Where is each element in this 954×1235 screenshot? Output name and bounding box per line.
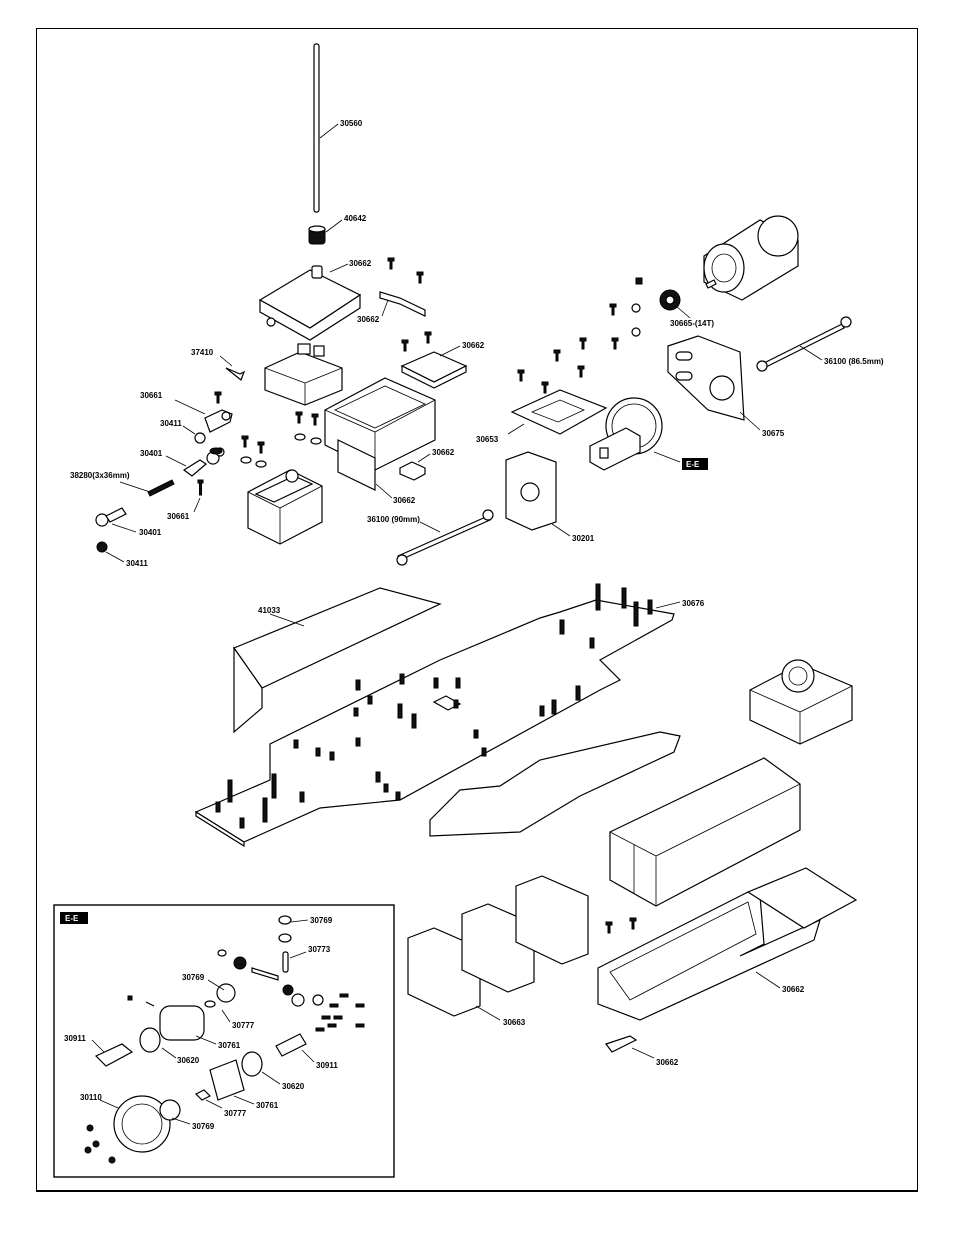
callout-40642: 40642 (344, 214, 367, 223)
antenna-mount: 40642 (308, 214, 367, 245)
bottom-rule (36, 1190, 918, 1191)
inset-label-30769-top: 30769 (310, 916, 333, 925)
bulkhead: 30201 (505, 451, 595, 543)
box-clip: 30662 (399, 448, 455, 481)
turnbuckle: 38280(3x36mm) (70, 471, 175, 497)
servo-horn-label: 30661 (167, 497, 201, 521)
antenna-tube: 30560 (313, 43, 363, 213)
detail-inset: E-E (53, 904, 395, 1178)
esc (749, 659, 853, 745)
chassis-posts (215, 583, 653, 829)
inset-label-30761-bot: 30761 (256, 1101, 279, 1110)
callout-41033: 41033 (258, 606, 281, 615)
callout-37410: 37410 (191, 348, 214, 357)
inset-label-30777-bot: 30777 (224, 1109, 247, 1118)
servo (209, 447, 323, 545)
receiver-cover: 30662 (400, 331, 485, 389)
tray-clip: 30662 (605, 1035, 679, 1067)
inset-label-30769-bot: 30769 (192, 1122, 215, 1131)
callout-30675: 30675 (762, 429, 785, 438)
inset-label-30620-right: 30620 (282, 1082, 305, 1091)
battery (609, 757, 801, 907)
receiver: 37410 (191, 343, 343, 406)
inset-label-30761-top: 30761 (218, 1041, 241, 1050)
callout-30401-b: 30401 (139, 528, 162, 537)
inset-label-30110: 30110 (80, 1093, 102, 1102)
inset-label-30777-top: 30777 (232, 1021, 255, 1030)
callout-38280: 38280(3x36mm) (70, 471, 130, 480)
callout-30665: 30665-(14T) (670, 319, 714, 328)
inset-label-30911-left: 30911 (64, 1034, 86, 1043)
battery-foam: 30663 (407, 875, 589, 1027)
callout-30560: 30560 (340, 119, 363, 128)
callout-30661-a: 30661 (140, 391, 163, 400)
callout-30662-cover: 30662 (462, 341, 485, 350)
pivot-ball-a: 30411 (160, 419, 206, 444)
inset-label-30620-left: 30620 (177, 1056, 200, 1065)
mount-bracket: 30662 (357, 291, 426, 324)
callout-36100-865: 36100 (86.5mm) (824, 357, 884, 366)
callout-30663: 30663 (503, 1018, 526, 1027)
chassis-side-guard: 41033 (233, 587, 442, 734)
callout-30676: 30676 (682, 599, 705, 608)
receiver-box: 30662 (324, 377, 436, 505)
battery-tray: 30662 (597, 867, 858, 1021)
inset-tag-bg (60, 912, 88, 924)
page-frame (36, 28, 918, 1192)
callout-30201: 30201 (572, 534, 595, 543)
callout-30401-a: 30401 (140, 449, 163, 458)
detail-tag-label: E-E (686, 460, 700, 469)
callout-30662-clip: 30662 (432, 448, 455, 457)
chassis-rear-brace (429, 731, 681, 837)
callout-30653: 30653 (476, 435, 499, 444)
inset-label-30773: 30773 (308, 945, 331, 954)
dogbone-90: 36100 (90mm) (367, 509, 494, 566)
screws-top (387, 257, 424, 284)
detail-tag-bg (682, 458, 708, 470)
rod-end-b: 30401 (95, 507, 162, 537)
dogbone-86: 36100 (86.5mm) (756, 316, 884, 372)
servo-horn: 30661 (140, 391, 233, 433)
callout-30411-b: 30411 (126, 559, 148, 568)
callout-36100-90: 36100 (90mm) (367, 515, 420, 524)
inset-label-30769-mid: 30769 (182, 973, 205, 982)
callout-30662-box: 30662 (393, 496, 416, 505)
receiver-box-lid: 30662 (258, 259, 372, 341)
diff-assembly: E-E (589, 397, 708, 471)
callout-30662-lid: 30662 (349, 259, 372, 268)
callout-30662-tray-clip: 30662 (656, 1058, 679, 1067)
callout-30662-tray: 30662 (782, 985, 805, 994)
chassis-plate: 30676 (194, 599, 705, 848)
callout-30411-a: 30411 (160, 419, 182, 428)
inset-label-30911-right: 30911 (316, 1061, 338, 1070)
gear-cover-plate: 30653 (476, 337, 608, 444)
motor (703, 215, 799, 301)
inset-tag-label: E-E (65, 914, 79, 923)
callout-30661-b: 30661 (167, 512, 190, 521)
callout-30662-mount: 30662 (357, 315, 380, 324)
pinion-gear: 30665-(14T) (609, 277, 714, 350)
servo-screws (197, 391, 322, 496)
pivot-ball-b: 30411 (96, 541, 148, 568)
motor-mount: 30675 (667, 335, 785, 438)
